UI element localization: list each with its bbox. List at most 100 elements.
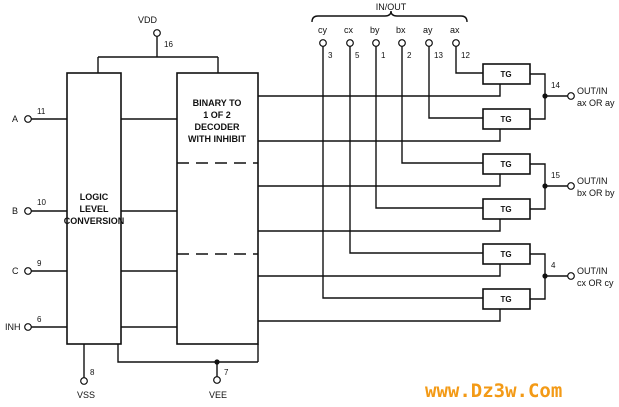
vss-pin-number: 8: [90, 368, 95, 377]
vdd-supply: VDD 16: [97, 15, 219, 73]
wire-by-to-tg4: [375, 46, 483, 209]
output-c: 4 OUT/IN cx OR cy: [530, 253, 614, 300]
transmission-gate-2: TG: [482, 108, 531, 130]
output-b-pin: 15: [551, 171, 560, 180]
tg6-label: TG: [500, 295, 511, 304]
input-c-terminal: [24, 267, 32, 275]
output-b-line-1: OUT/IN: [577, 176, 608, 186]
transmission-gate-4: TG: [482, 198, 531, 220]
watermark-text: www.Dz3w.Com: [425, 380, 562, 402]
channel-bx-pin: 2: [407, 51, 412, 60]
input-b-pin: 10: [37, 198, 46, 207]
input-a: A 11: [12, 107, 67, 124]
vdd-wire: [97, 36, 219, 73]
input-a-terminal: [24, 115, 32, 123]
output-a-wire: [530, 73, 568, 120]
vdd-pin-terminal: [153, 29, 161, 37]
output-a-pin: 14: [551, 81, 560, 90]
channel-cy-pin: 3: [328, 51, 333, 60]
vee-pin-number: 7: [224, 368, 229, 377]
input-a-label: A: [12, 114, 18, 124]
tg3-label: TG: [500, 160, 511, 169]
logic-block-line-1: LOGIC: [80, 192, 109, 202]
vdd-label: VDD: [138, 15, 158, 25]
ctrl-wire-tg2: [258, 129, 501, 142]
vss-label: VSS: [77, 390, 95, 400]
output-c-line-2: cx OR cy: [577, 278, 614, 288]
input-c: C 9: [12, 259, 67, 276]
input-b-terminal: [24, 207, 32, 215]
output-c-line-1: OUT/IN: [577, 266, 608, 276]
output-c-terminal: [567, 272, 575, 280]
output-b-junction: [542, 183, 548, 189]
channel-by-terminal: [372, 39, 380, 47]
channel-cy-label: cy: [318, 25, 328, 35]
ctrl-wire-tg6: [258, 309, 501, 322]
wire-ax-to-tg1: [455, 46, 483, 74]
input-inh-label: INH: [5, 322, 21, 332]
output-b-line-2: bx OR by: [577, 188, 615, 198]
vee-wire: [117, 344, 259, 377]
input-c-pin: 9: [37, 259, 42, 268]
output-b-terminal: [567, 182, 575, 190]
inout-channels: IN/OUT cy 3 cx 5 by 1 bx 2 ay 13 ax 12: [311, 2, 470, 60]
decoder-line-4: WITH INHIBIT: [188, 134, 246, 144]
decoder-line-2: 1 OF 2: [203, 110, 231, 120]
vdd-pin-number: 16: [164, 40, 173, 49]
transmission-gate-6: TG: [482, 288, 531, 310]
vss-terminal: [80, 377, 88, 385]
channel-by-label: by: [370, 25, 380, 35]
output-b-wire: [530, 163, 568, 210]
output-a-terminal: [567, 92, 575, 100]
wire-bx-to-tg3: [401, 46, 483, 164]
inout-brace: [311, 10, 468, 23]
ctrl-wire-tg5: [258, 264, 501, 277]
decoder-line-1: BINARY TO: [193, 98, 242, 108]
channel-ay-pin: 13: [434, 51, 443, 60]
transmission-gate-1: TG: [482, 63, 531, 85]
input-b-label: B: [12, 206, 18, 216]
vee-junction: [214, 359, 220, 365]
input-inh: INH 6: [5, 315, 67, 332]
output-c-wire: [530, 253, 568, 300]
wire-ay-to-tg2: [428, 46, 483, 119]
logic-to-decoder-wires: [121, 118, 177, 328]
wire-cx-to-tg5: [349, 46, 483, 254]
logic-level-conversion-block: [66, 72, 122, 345]
logic-block-line-2: LEVEL: [79, 204, 109, 214]
vss-supply: 8 VSS: [77, 344, 95, 400]
tg5-label: TG: [500, 250, 511, 259]
inout-title: IN/OUT: [376, 2, 407, 12]
channel-cx-terminal: [346, 39, 354, 47]
tg1-label: TG: [500, 70, 511, 79]
channel-ax-label: ax: [450, 25, 460, 35]
ctrl-wire-tg1: [258, 84, 501, 97]
channel-cy-terminal: [319, 39, 327, 47]
channel-cx-pin: 5: [355, 51, 360, 60]
decoder-line-3: DECODER: [194, 122, 240, 132]
channel-ax-terminal: [452, 39, 460, 47]
ctrl-wire-tg3: [258, 174, 501, 187]
output-c-junction: [542, 273, 548, 279]
output-a-line-1: OUT/IN: [577, 86, 608, 96]
input-inh-terminal: [24, 323, 32, 331]
transmission-gate-5: TG: [482, 243, 531, 265]
output-a-junction: [542, 93, 548, 99]
vee-terminal: [213, 376, 221, 384]
vee-supply: 7 VEE: [117, 344, 259, 400]
output-b: 15 OUT/IN bx OR by: [530, 163, 615, 210]
tg2-label: TG: [500, 115, 511, 124]
logic-block-line-3: CONVERSION: [64, 216, 125, 226]
output-a-line-2: ax OR ay: [577, 98, 615, 108]
channel-ax-pin: 12: [461, 51, 470, 60]
vee-label: VEE: [209, 390, 227, 400]
channel-cx-label: cx: [344, 25, 354, 35]
channel-bx-terminal: [398, 39, 406, 47]
input-b: B 10: [12, 198, 67, 216]
output-c-pin: 4: [551, 261, 556, 270]
tg4-label: TG: [500, 205, 511, 214]
channel-by-pin: 1: [381, 51, 386, 60]
input-c-label: C: [12, 266, 19, 276]
transmission-gate-3: TG: [482, 153, 531, 175]
